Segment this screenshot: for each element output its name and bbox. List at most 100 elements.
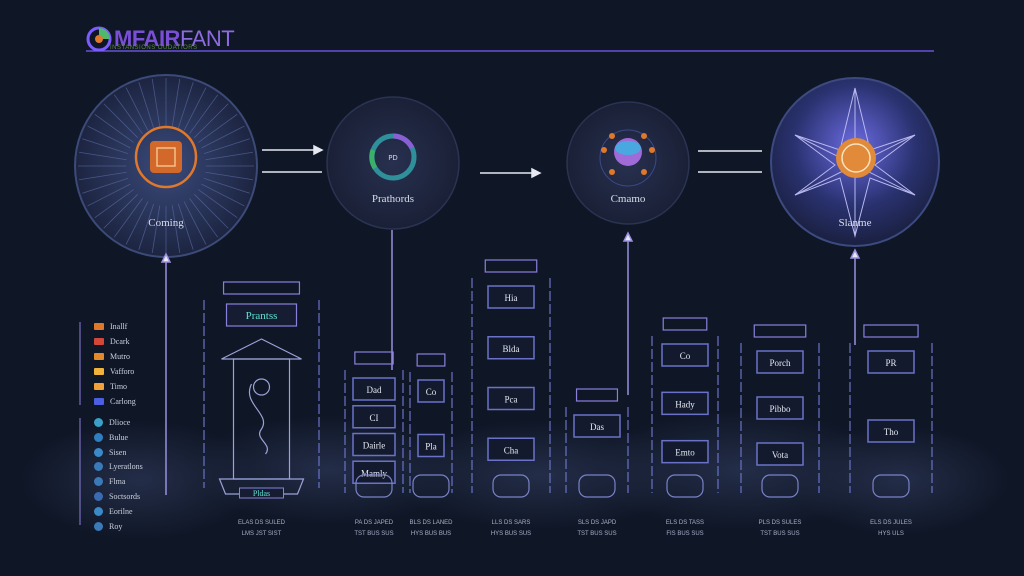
column-cell-label: Mamly	[361, 468, 387, 478]
legend-swatch	[94, 353, 104, 360]
legend-label: Sisen	[109, 447, 127, 457]
legend-label: Vafforo	[110, 367, 135, 376]
legend-label: Timo	[110, 382, 128, 391]
legend-item: Dlioce	[94, 418, 130, 427]
column-cell-box	[867, 350, 915, 374]
column-caption: HYS BUS BUS	[411, 531, 451, 537]
column-cell-label: Tho	[884, 427, 899, 437]
column-caption: ELAS DS SULED	[238, 520, 286, 526]
stage-label: Cmamo	[611, 193, 646, 205]
column-cell-box	[487, 386, 535, 411]
legend-swatch	[94, 462, 103, 472]
column-cell-label: CI	[370, 413, 379, 423]
column-cell-label: Hady	[675, 399, 695, 409]
stage-3: Cmamo	[566, 101, 690, 225]
column-cell-box	[756, 442, 804, 466]
legend-swatch	[94, 477, 103, 487]
legend-label: Soctsords	[109, 492, 141, 501]
legend-item: Vafforo	[94, 367, 134, 376]
column-cell-box	[487, 437, 535, 461]
column-cell-box	[352, 432, 396, 457]
brand: MFAIRFANT	[86, 22, 235, 56]
legend-item: Dcark	[94, 337, 130, 346]
column-cell-label: Hia	[505, 293, 518, 303]
stage-label: Prathords	[372, 193, 414, 205]
legend-label: Carlong	[110, 397, 136, 406]
column-cell-box	[756, 350, 804, 374]
column-caption: SLS DS JAPD	[578, 520, 617, 526]
legend-swatch	[94, 323, 104, 330]
tower-figure	[218, 338, 305, 495]
column-cell-box	[661, 439, 709, 464]
column-cell-box	[573, 414, 621, 438]
stage-label: Coming	[148, 217, 184, 229]
column-caption: PA DS JAPED	[355, 520, 394, 526]
column-caption: HYS BUS SUS	[491, 531, 531, 537]
column-caption: LMS JST SIST	[242, 531, 282, 537]
column-title-box	[225, 303, 298, 327]
legend-item: Soctsords	[94, 492, 140, 501]
legend-label: Bulue	[109, 432, 129, 442]
legend-item: Mutro	[94, 352, 130, 361]
column-cell-box	[417, 433, 445, 458]
legend-item: Timo	[94, 382, 127, 391]
orb-cluster-icon	[599, 129, 657, 187]
column-cell-label: Pca	[505, 395, 518, 405]
legend-swatch	[94, 383, 104, 390]
legend-item: Roy	[94, 521, 122, 531]
brand-logo-icon	[86, 26, 112, 52]
legend-label: Mutro	[110, 352, 130, 361]
column-cell-box	[487, 336, 535, 360]
stage-2: PD Prathords	[326, 96, 460, 230]
column-caption: BLS DS LANED	[409, 520, 453, 526]
stage-4: Slanme	[770, 77, 940, 247]
column-cell-box	[352, 377, 396, 401]
column-cell-label: Co	[426, 387, 437, 397]
legend-item: Eorilne	[94, 506, 133, 516]
column-cell-label: Blda	[503, 344, 520, 354]
legend-label: Inallf	[110, 322, 128, 331]
column-cell-label: Vota	[772, 450, 788, 460]
legend-swatch	[94, 338, 104, 345]
column-caption: TST BUS SUS	[577, 531, 616, 537]
legend-swatch	[94, 521, 103, 531]
column-cell-box	[661, 343, 709, 367]
svg-text:PD: PD	[388, 154, 398, 162]
column-cell-box	[867, 419, 915, 443]
column-footer: Pldas	[253, 489, 270, 498]
column-cell-label: Emto	[675, 448, 695, 458]
legend-label: Dcark	[110, 337, 130, 346]
column-cell-label: Porch	[770, 358, 791, 368]
column-cell-label: Dairle	[363, 441, 386, 451]
legend-label: Lyeratlons	[109, 462, 143, 472]
column-cell-label: Das	[590, 422, 604, 432]
legend-label: Flma	[109, 477, 126, 487]
legend-swatch	[94, 432, 103, 442]
column-cell-box	[352, 460, 396, 484]
legend-item: Carlong	[94, 397, 136, 406]
column-cell-label: Pibbo	[769, 404, 791, 414]
legend-item: Sisen	[94, 447, 127, 457]
legend-swatch	[94, 368, 104, 375]
column-caption: PLS DS SULES	[759, 520, 802, 526]
legend-label: Dlioce	[109, 418, 131, 427]
column-cell-box	[661, 391, 709, 416]
legend-swatch	[94, 447, 103, 457]
column-title: Prantss	[246, 310, 278, 322]
tower-badge-icon	[150, 141, 182, 173]
brand-tagline: INSTANSIONS OUDATIORS	[110, 45, 198, 51]
column-cell-label: Cha	[504, 445, 519, 455]
legend-item: Lyeratlons	[94, 462, 143, 472]
legend-swatch	[94, 506, 103, 516]
column-cell-label: Dad	[367, 385, 382, 395]
column-caption: ELS DS TASS	[666, 520, 704, 526]
column-cell-label: Co	[680, 351, 691, 361]
column-caption: FIS BUS SUS	[666, 531, 703, 537]
